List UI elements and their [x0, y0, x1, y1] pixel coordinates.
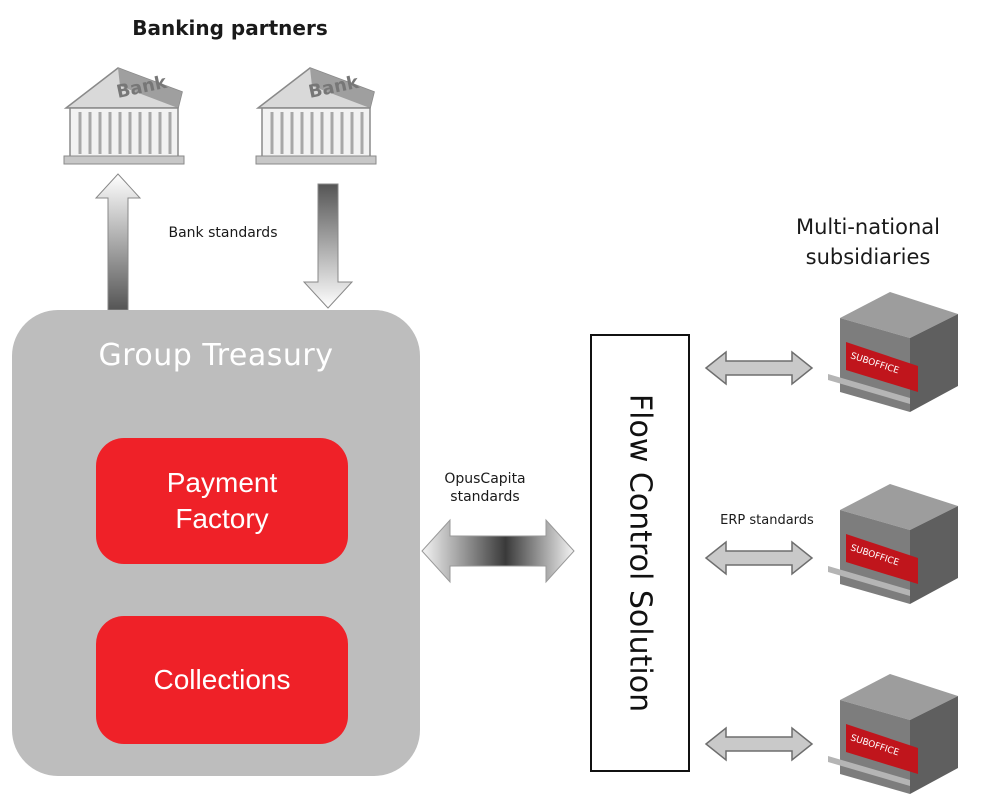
payment-factory-line1: Payment — [166, 467, 278, 498]
opuscapita-line1: OpusCapita — [444, 471, 526, 487]
group-treasury-title: Group Treasury — [98, 338, 334, 373]
flow-control-solution-label: Flow Control Solution — [622, 393, 658, 713]
opuscapita-standards-label: OpusCapita standards — [420, 470, 550, 506]
bank-arrows — [94, 173, 354, 311]
double-arrow-icon — [421, 518, 575, 584]
suboffice-building-icon: SUBOFFICE — [828, 292, 958, 412]
small-double-arrow-icon — [704, 540, 814, 576]
opuscapita-line2: standards — [450, 489, 520, 505]
subsidiaries-title: Multi-national subsidiaries — [768, 212, 968, 272]
erp-standards-label: ERP standards — [720, 513, 814, 528]
arrow-up-icon — [94, 173, 142, 311]
bank-icon: Bank — [255, 67, 377, 165]
small-double-arrow-icon — [704, 726, 814, 762]
collections-label: Collections — [153, 664, 291, 695]
flow-control-solution-box: Flow Control Solution — [590, 334, 690, 772]
subsidiaries-title-line1: Multi-national — [795, 215, 941, 239]
payment-factory-line2: Factory — [175, 503, 269, 534]
subsidiaries-title-line2: subsidiaries — [805, 245, 931, 269]
arrow-down-icon — [302, 183, 354, 309]
banking-partners-title: Banking partners — [132, 16, 328, 40]
suboffice-building-icon: SUBOFFICE — [828, 484, 958, 604]
group-treasury-panel: Group Treasury Payment Factory Collectio… — [12, 310, 420, 776]
bank-icon: Bank — [63, 67, 185, 165]
suboffice-building-icon: SUBOFFICE — [828, 674, 958, 794]
payment-factory-box: Payment Factory — [96, 438, 348, 564]
collections-box: Collections — [96, 616, 348, 744]
small-double-arrow-icon — [704, 350, 814, 386]
bank-standards-label: Bank standards — [168, 225, 278, 241]
